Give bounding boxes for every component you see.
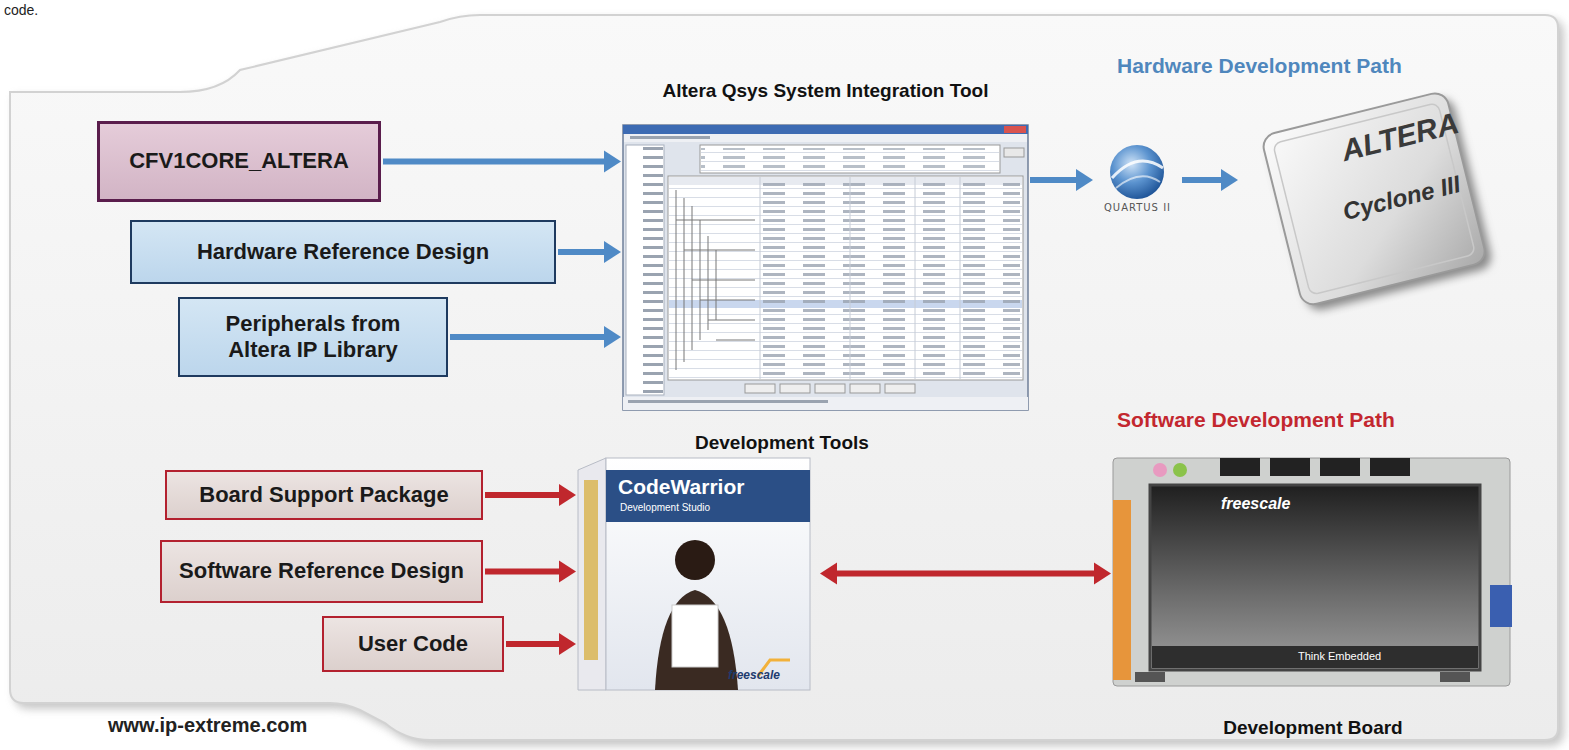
flow-arrow <box>1182 169 1238 191</box>
box-text: Board Support Package <box>199 482 448 508</box>
arrow-head <box>559 561 576 583</box>
sw-design-box: Software Reference Design <box>160 540 483 603</box>
flow-arrow <box>383 151 621 173</box>
arrow-head <box>559 484 576 506</box>
user-code-box: User Code <box>322 616 504 672</box>
logo-text: QUARTUS II <box>1095 202 1180 213</box>
arrow-head <box>604 151 621 173</box>
flow-arrow <box>506 633 576 655</box>
dev-tools-box: Development ToolsCodeWarriorDevelopment … <box>578 432 818 692</box>
bsp-box: Board Support Package <box>165 470 483 520</box>
path-heading: Software Development Path <box>1117 408 1395 432</box>
product-name: CodeWarrior <box>618 475 744 499</box>
flow-arrow <box>450 326 621 348</box>
box-text: Software Reference Design <box>179 558 464 584</box>
arrow-shaft <box>485 492 561 498</box>
arrow-head <box>820 563 837 585</box>
arrow-shaft <box>506 641 561 647</box>
arrow-head <box>1094 563 1111 585</box>
arrow-shaft <box>558 249 606 255</box>
board-slogan: Think Embedded <box>1298 650 1381 662</box>
tool-heading: Development Tools <box>695 432 869 454</box>
website: www.ip-extreme.com <box>108 714 307 737</box>
arrow-shaft <box>485 569 561 575</box>
flow-arrow <box>1030 169 1093 191</box>
arrow-shaft <box>1030 177 1078 183</box>
vendor-logo: freescale <box>728 668 780 682</box>
qsys-tool: Altera Qsys System Integration Tool <box>623 80 1028 410</box>
arrow-head <box>604 326 621 348</box>
flow-arrow <box>820 563 1111 585</box>
arrow-shaft <box>450 334 606 340</box>
cut-off-note: code. <box>4 2 38 18</box>
flow-arrow <box>485 484 576 506</box>
flow-arrow <box>558 241 621 263</box>
fpga-chip: ALTERACyclone III <box>1240 95 1510 310</box>
board-caption: Development Board <box>1113 717 1513 739</box>
box-text: User Code <box>358 631 468 657</box>
chip-brand: ALTERA <box>1338 106 1462 168</box>
arrow-head <box>1076 169 1093 191</box>
arrow-shaft <box>1182 177 1223 183</box>
core-box: CFV1CORE_ALTERA <box>97 121 381 202</box>
path-heading: Hardware Development Path <box>1117 54 1402 78</box>
quartus-logo: QUARTUS II <box>1095 143 1180 217</box>
product-subtitle: Development Studio <box>620 502 710 513</box>
arrow-head <box>559 633 576 655</box>
hw-design-box: Hardware Reference Design <box>130 220 556 284</box>
arrow-shaft <box>835 571 1096 577</box>
vendor-logo: freescale <box>1221 495 1290 513</box>
box-text: Hardware Reference Design <box>197 239 489 265</box>
box-text: CFV1CORE_ALTERA <box>129 148 349 174</box>
dev-board: Development Board freescaleThink Embedded <box>1113 455 1513 745</box>
chip-family: Cyclone III <box>1340 170 1463 226</box>
arrow-head <box>1221 169 1238 191</box>
peripherals-box: Peripherals from Altera IP Library <box>178 297 448 377</box>
arrow-shaft <box>383 159 606 165</box>
tool-heading: Altera Qsys System Integration Tool <box>623 80 1028 102</box>
box-text: Peripherals from Altera IP Library <box>194 311 432 364</box>
flow-arrow <box>485 561 576 583</box>
arrow-head <box>604 241 621 263</box>
